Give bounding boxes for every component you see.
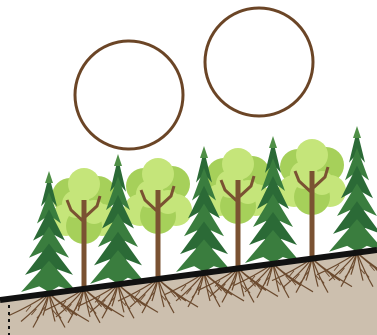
tree-trunk [236,180,241,270]
tree-trunk [156,190,161,281]
tree-trunk [310,171,315,261]
tree-trunk [82,200,87,291]
